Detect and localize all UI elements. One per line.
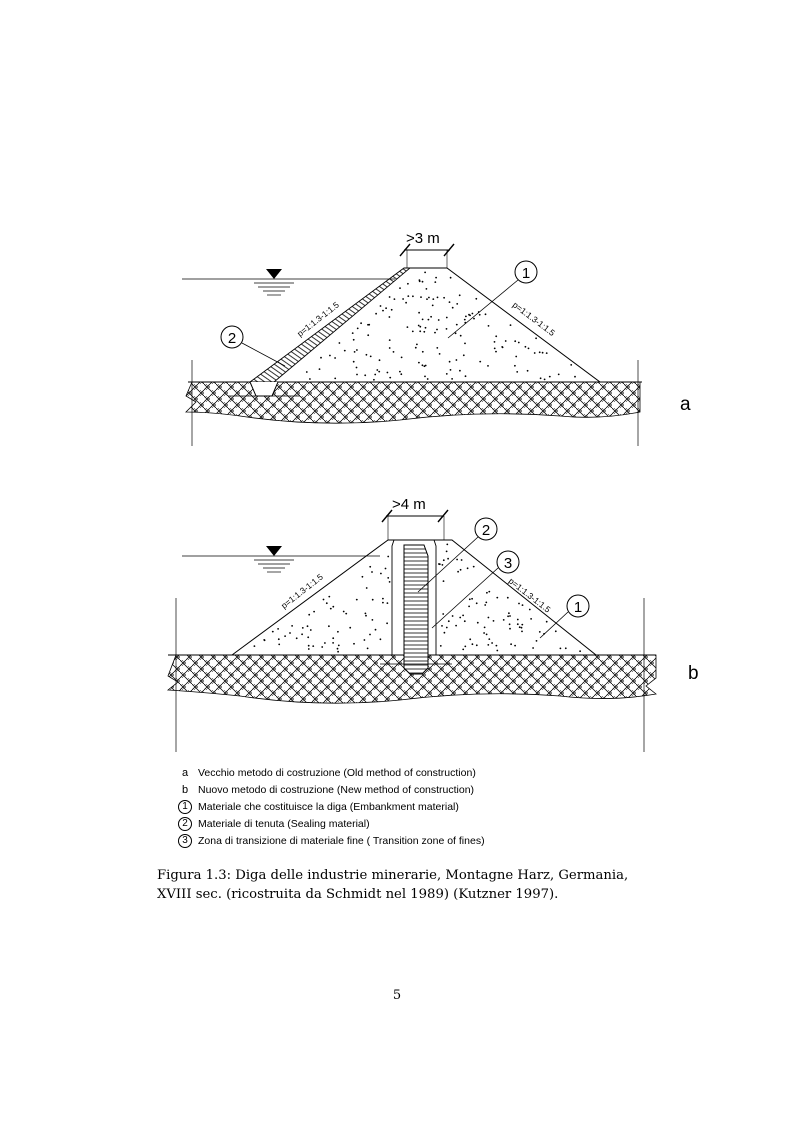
page-number: 5 [392,988,402,1003]
legend-item: b Nuovo metodo di costruzione (New metho… [178,781,485,798]
sealing-core-b [403,544,429,675]
panel-a: >3 m p=1:1.3-1:1.5 p=1:1.3-1:1.5 1 2 a [182,230,691,446]
legend-item: 2 Materiale di tenuta (Sealing material) [178,815,485,832]
legend-text: Nuovo metodo di costruzione (New method … [198,783,475,796]
legend-key: 3 [178,833,192,848]
legend-text: Materiale di tenuta (Sealing material) [198,817,370,830]
panel-b: >4 m p=1:1.3-1:1.5 p=1:1.3-1:1.5 2 3 1 b [166,496,699,752]
embankment-fill-dots-b [253,543,581,653]
legend-item: 3 Zona di transizione di materiale fine … [178,832,485,849]
water-marker-a [266,269,282,279]
legend-text: Vecchio metodo di costruzione (Old metho… [198,766,476,779]
panel-letter-b: b [688,663,699,684]
panel-letter-a: a [680,394,691,415]
legend-key: b [181,783,189,796]
legend-key: 1 [178,799,192,814]
legend-key: a [181,766,189,779]
legend-text: Zona di transizione di materiale fine ( … [198,834,485,847]
figure-caption: Figura 1.3: Diga delle industrie minerar… [157,868,629,902]
callout-1-a: 1 [522,265,530,282]
embankment-fill-dots-a [305,271,576,381]
water-marker-b [266,546,282,556]
legend-item: 1 Materiale che costituisce la diga (Emb… [178,798,485,815]
callout-1-b: 1 [574,599,582,616]
callout-3-b: 3 [504,555,512,572]
legend-key: 2 [178,816,192,831]
legend-text: Materiale che costituisce la diga (Emban… [198,800,459,813]
foundation-b [166,654,657,704]
foundation-a [185,381,641,424]
crest-width-label-a: >3 m [406,230,440,247]
callout-2-a: 2 [228,330,236,347]
crest-width-label-b: >4 m [392,496,426,513]
figure-legend: a Vecchio metodo di costruzione (Old met… [178,764,485,849]
callout-2-b: 2 [482,522,490,539]
dam-figure: >3 m p=1:1.3-1:1.5 p=1:1.3-1:1.5 1 2 a [166,230,699,752]
legend-item: a Vecchio metodo di costruzione (Old met… [178,764,485,781]
